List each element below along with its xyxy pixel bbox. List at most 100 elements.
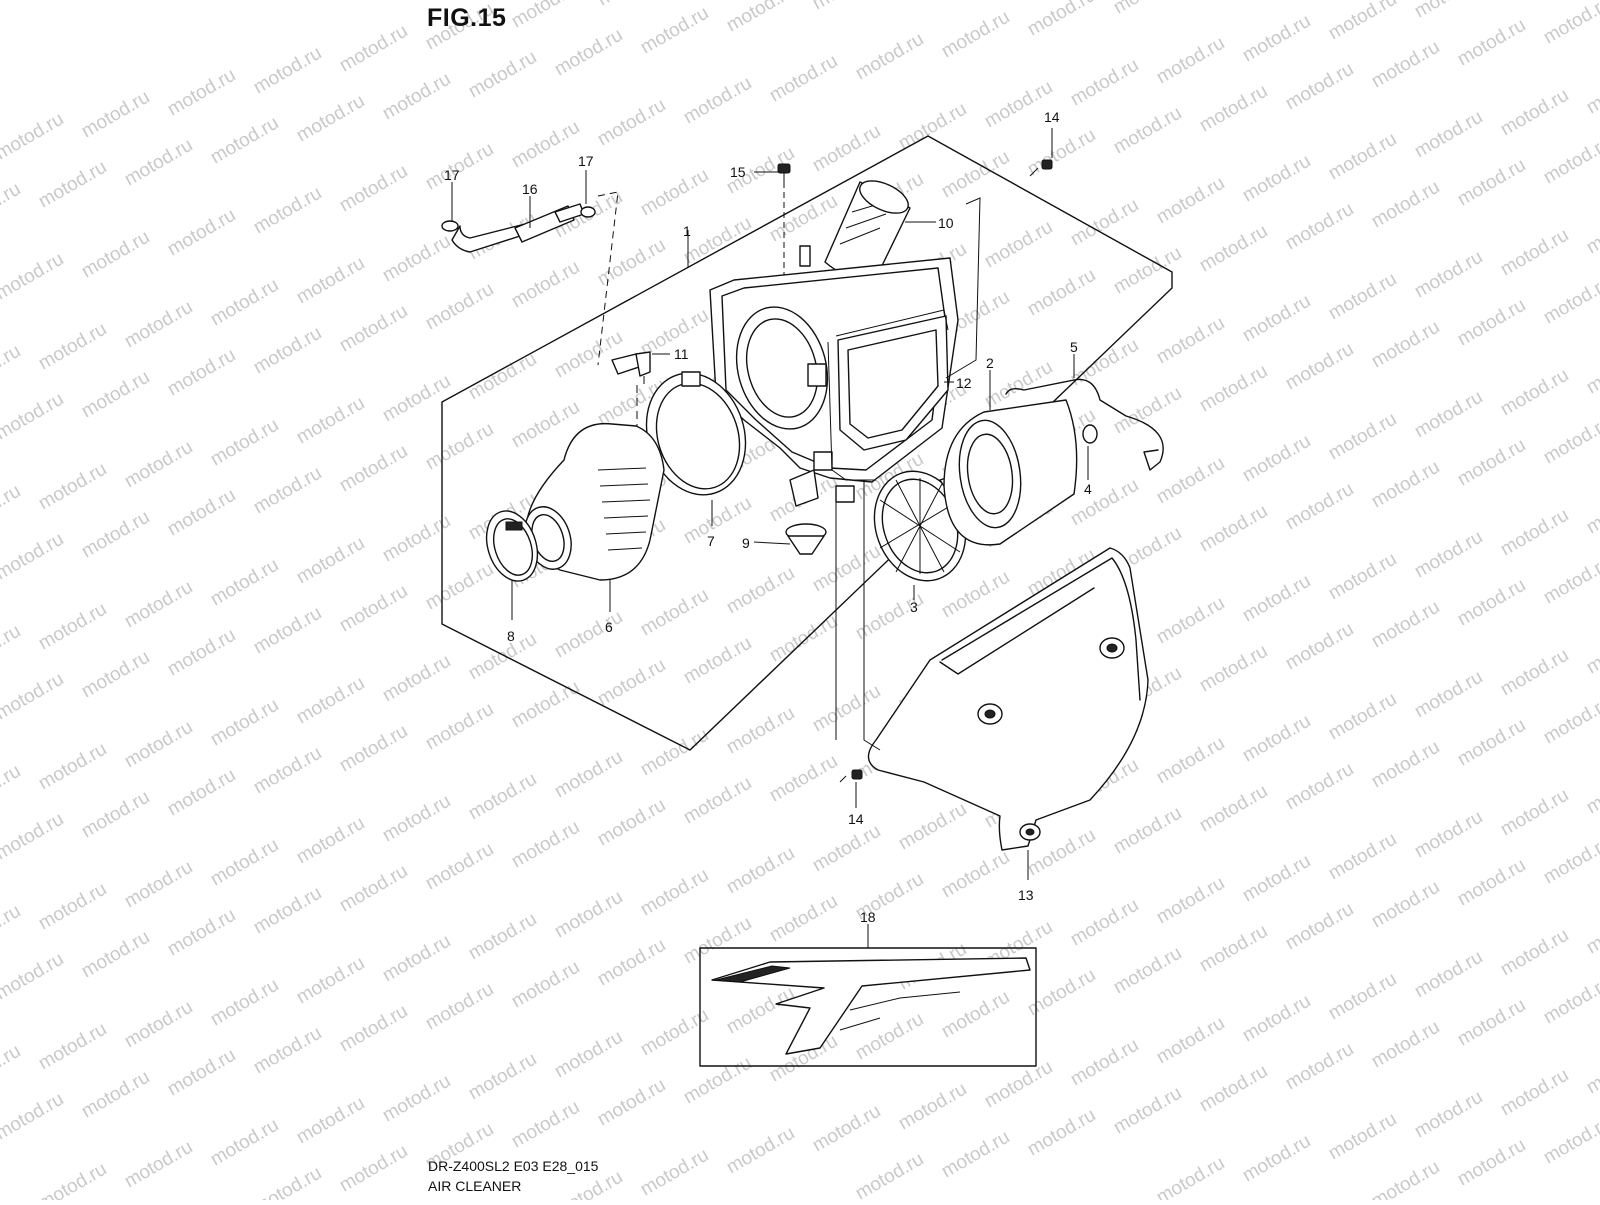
watermark-text: motod.ru xyxy=(1583,343,1600,399)
watermark-text: motod.ru xyxy=(1196,1061,1271,1117)
watermark-text: motod.ru xyxy=(164,625,239,681)
watermark-text: motod.ru xyxy=(35,459,110,515)
watermark-text: motod.ru xyxy=(1540,273,1600,329)
watermark-text: motod.ru xyxy=(938,7,1013,63)
watermark-text: motod.ru xyxy=(680,213,755,269)
watermark-text: motod.ru xyxy=(121,577,196,633)
watermark-text: motod.ru xyxy=(1411,947,1486,1003)
watermark-text: motod.ru xyxy=(1110,0,1185,18)
watermark-text: motod.ru xyxy=(1497,925,1572,981)
watermark-text: motod.ru xyxy=(121,997,196,1053)
watermark-text: motod.ru xyxy=(465,769,540,825)
watermark-text: motod.ru xyxy=(1454,435,1529,491)
watermark-text: motod.ru xyxy=(766,751,841,807)
watermark-text: motod.ru xyxy=(1067,895,1142,951)
watermark-text: motod.ru xyxy=(379,931,454,987)
watermark-text: motod.ru xyxy=(1411,527,1486,583)
watermark-text: motod.ru xyxy=(637,865,712,921)
watermark-text: motod.ru xyxy=(1153,453,1228,509)
watermark-text: motod.ru xyxy=(1067,1035,1142,1091)
watermark-text: motod.ru xyxy=(336,581,411,637)
watermark-text: motod.ru xyxy=(1110,1083,1185,1139)
watermark-text: motod.ru xyxy=(1325,409,1400,465)
watermark-text: motod.ru xyxy=(1583,1043,1600,1099)
watermark-text: motod.ru xyxy=(78,1067,153,1123)
watermark-text: motod.ru xyxy=(0,669,67,725)
watermark-text: motod.ru xyxy=(207,555,282,611)
watermark-text: motod.ru xyxy=(422,979,497,1035)
watermark-text: motod.ru xyxy=(852,1149,927,1200)
watermark-text: motod.ru xyxy=(1368,597,1443,653)
watermark-text: motod.ru xyxy=(1196,781,1271,837)
watermark-text: motod.ru xyxy=(594,655,669,711)
figure-title: FIG.15 xyxy=(427,4,506,33)
watermark-text: motod.ru xyxy=(1325,549,1400,605)
watermark-text: motod.ru xyxy=(1368,1157,1443,1200)
watermark-text: motod.ru xyxy=(809,681,884,737)
callout-3: 3 xyxy=(910,599,918,615)
watermark-text: motod.ru xyxy=(250,1023,325,1079)
watermark-text: motod.ru xyxy=(164,345,239,401)
watermark-text: motod.ru xyxy=(422,419,497,475)
watermark-text: motod.ru xyxy=(422,279,497,335)
watermark-text: motod.ru xyxy=(207,415,282,471)
watermark-text: motod.ru xyxy=(1110,103,1185,159)
watermark-text: motod.ru xyxy=(637,165,712,221)
watermark-text: motod.ru xyxy=(1583,623,1600,679)
watermark-text: motod.ru xyxy=(723,1123,798,1179)
watermark-text: motod.ru xyxy=(1411,1087,1486,1143)
watermark-text: motod.ru xyxy=(250,323,325,379)
watermark-text: motod.ru xyxy=(0,949,67,1005)
watermark-text: motod.ru xyxy=(723,843,798,899)
watermark-text: motod.ru xyxy=(852,29,927,85)
watermark-text: motod.ru xyxy=(164,485,239,541)
watermark-text: motod.ru xyxy=(680,633,755,689)
watermark-text: motod.ru xyxy=(35,739,110,795)
watermark-text: motod.ru xyxy=(35,319,110,375)
callout-17-right: 17 xyxy=(578,153,594,169)
drain-cap-part xyxy=(786,524,826,554)
callout-14-bottom: 14 xyxy=(848,811,864,827)
watermark-text: motod.ru xyxy=(1325,269,1400,325)
watermark-text: motod.ru xyxy=(1497,505,1572,561)
watermark-text: motod.ru xyxy=(723,563,798,619)
watermark-text: motod.ru xyxy=(981,1057,1056,1113)
watermark-text: motod.ru xyxy=(637,1005,712,1061)
watermark-text: motod.ru xyxy=(895,799,970,855)
watermark-text: motod.ru xyxy=(809,821,884,877)
watermark-text: motod.ru xyxy=(250,463,325,519)
watermark-text: motod.ru xyxy=(293,91,368,147)
watermark-text: motod.ru xyxy=(594,95,669,151)
section-name-label: AIR CLEANER xyxy=(428,1178,521,1194)
watermark-text: motod.ru xyxy=(0,109,67,165)
watermark-text: motod.ru xyxy=(0,621,24,677)
watermark-text: motod.ru xyxy=(336,441,411,497)
watermark-text: motod.ru xyxy=(680,913,755,969)
watermark-text: motod.ru xyxy=(336,721,411,777)
watermark-text: motod.ru xyxy=(1325,129,1400,185)
watermark-text: motod.ru xyxy=(1196,221,1271,277)
watermark-text: motod.ru xyxy=(1024,1105,1099,1161)
callout-13: 13 xyxy=(1018,887,1034,903)
watermark-text: motod.ru xyxy=(1196,641,1271,697)
watermark-text: motod.ru xyxy=(164,1045,239,1101)
watermark-text: motod.ru xyxy=(164,205,239,261)
watermark-text: motod.ru xyxy=(336,861,411,917)
watermark-text: motod.ru xyxy=(1024,265,1099,321)
watermark-text: motod.ru xyxy=(1110,243,1185,299)
watermark-text: motod.ru xyxy=(422,559,497,615)
watermark-text: motod.ru xyxy=(1196,81,1271,137)
watermark-text: motod.ru xyxy=(1153,173,1228,229)
watermark-text: motod.ru xyxy=(1067,335,1142,391)
watermark-text: motod.ru xyxy=(852,589,927,645)
watermark-text: motod.ru xyxy=(1454,575,1529,631)
watermark-text: motod.ru xyxy=(121,297,196,353)
watermark-text: motod.ru xyxy=(422,699,497,755)
watermark-text: motod.ru xyxy=(1110,383,1185,439)
filter-element-part xyxy=(944,400,1077,545)
watermark-text: motod.ru xyxy=(1583,763,1600,819)
watermark-text: motod.ru xyxy=(1024,125,1099,181)
watermark-text: motod.ru xyxy=(551,607,626,663)
watermark-text: motod.ru xyxy=(293,953,368,1009)
